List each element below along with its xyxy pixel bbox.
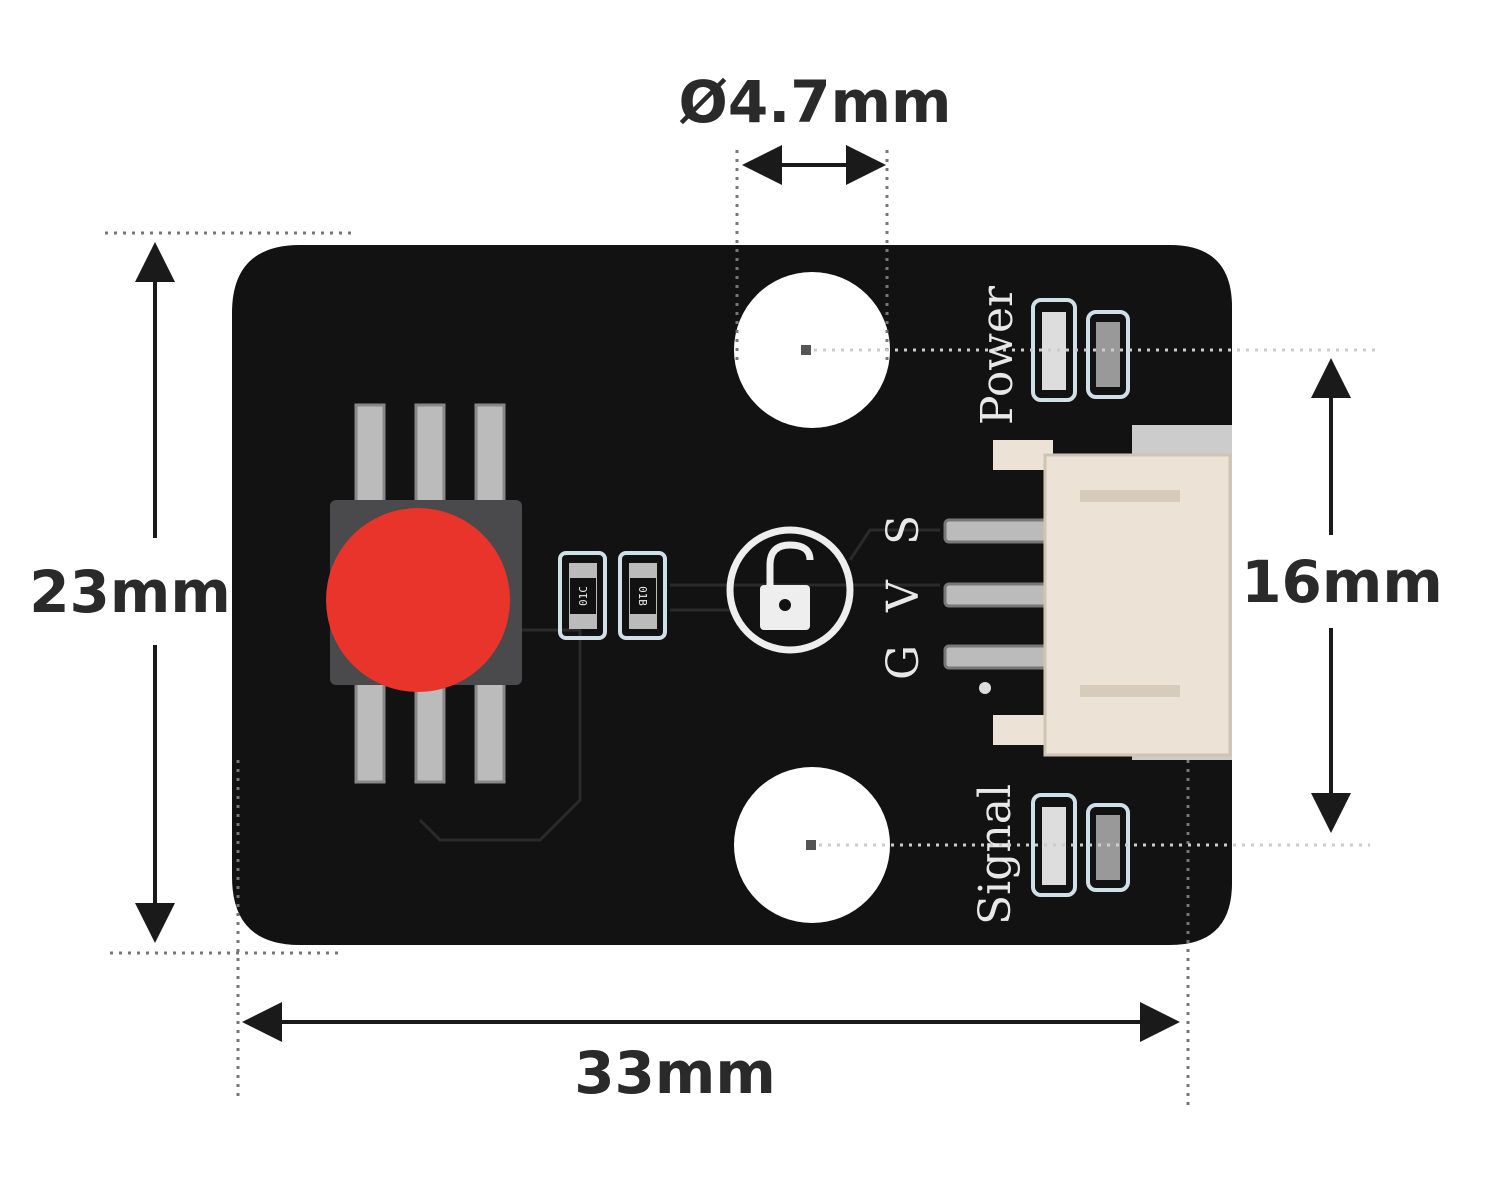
hole-diameter-label: Ø4.7mm bbox=[679, 68, 952, 136]
push-button bbox=[326, 403, 522, 784]
hole-spacing-label: 16mm bbox=[1241, 548, 1443, 616]
pin-v-label: V bbox=[878, 579, 929, 613]
pin-g-label: G bbox=[878, 645, 929, 680]
jst-connector bbox=[943, 425, 1232, 760]
mounting-hole-top bbox=[734, 272, 890, 428]
pin-s-label: S bbox=[878, 515, 929, 545]
width-label: 33mm bbox=[574, 1039, 776, 1107]
resistor-01c: 01C bbox=[558, 551, 607, 640]
lock-icon bbox=[726, 526, 854, 654]
height-label: 23mm bbox=[29, 558, 231, 626]
red-button-cap bbox=[326, 508, 510, 692]
power-label: Power bbox=[972, 285, 1023, 425]
resistor-01b: 01B bbox=[618, 551, 667, 640]
resistor-label: 01B bbox=[636, 586, 649, 606]
guide-lines bbox=[105, 150, 1380, 1105]
resistor-label: 01C bbox=[577, 586, 590, 606]
signal-label: Signal bbox=[970, 784, 1021, 925]
